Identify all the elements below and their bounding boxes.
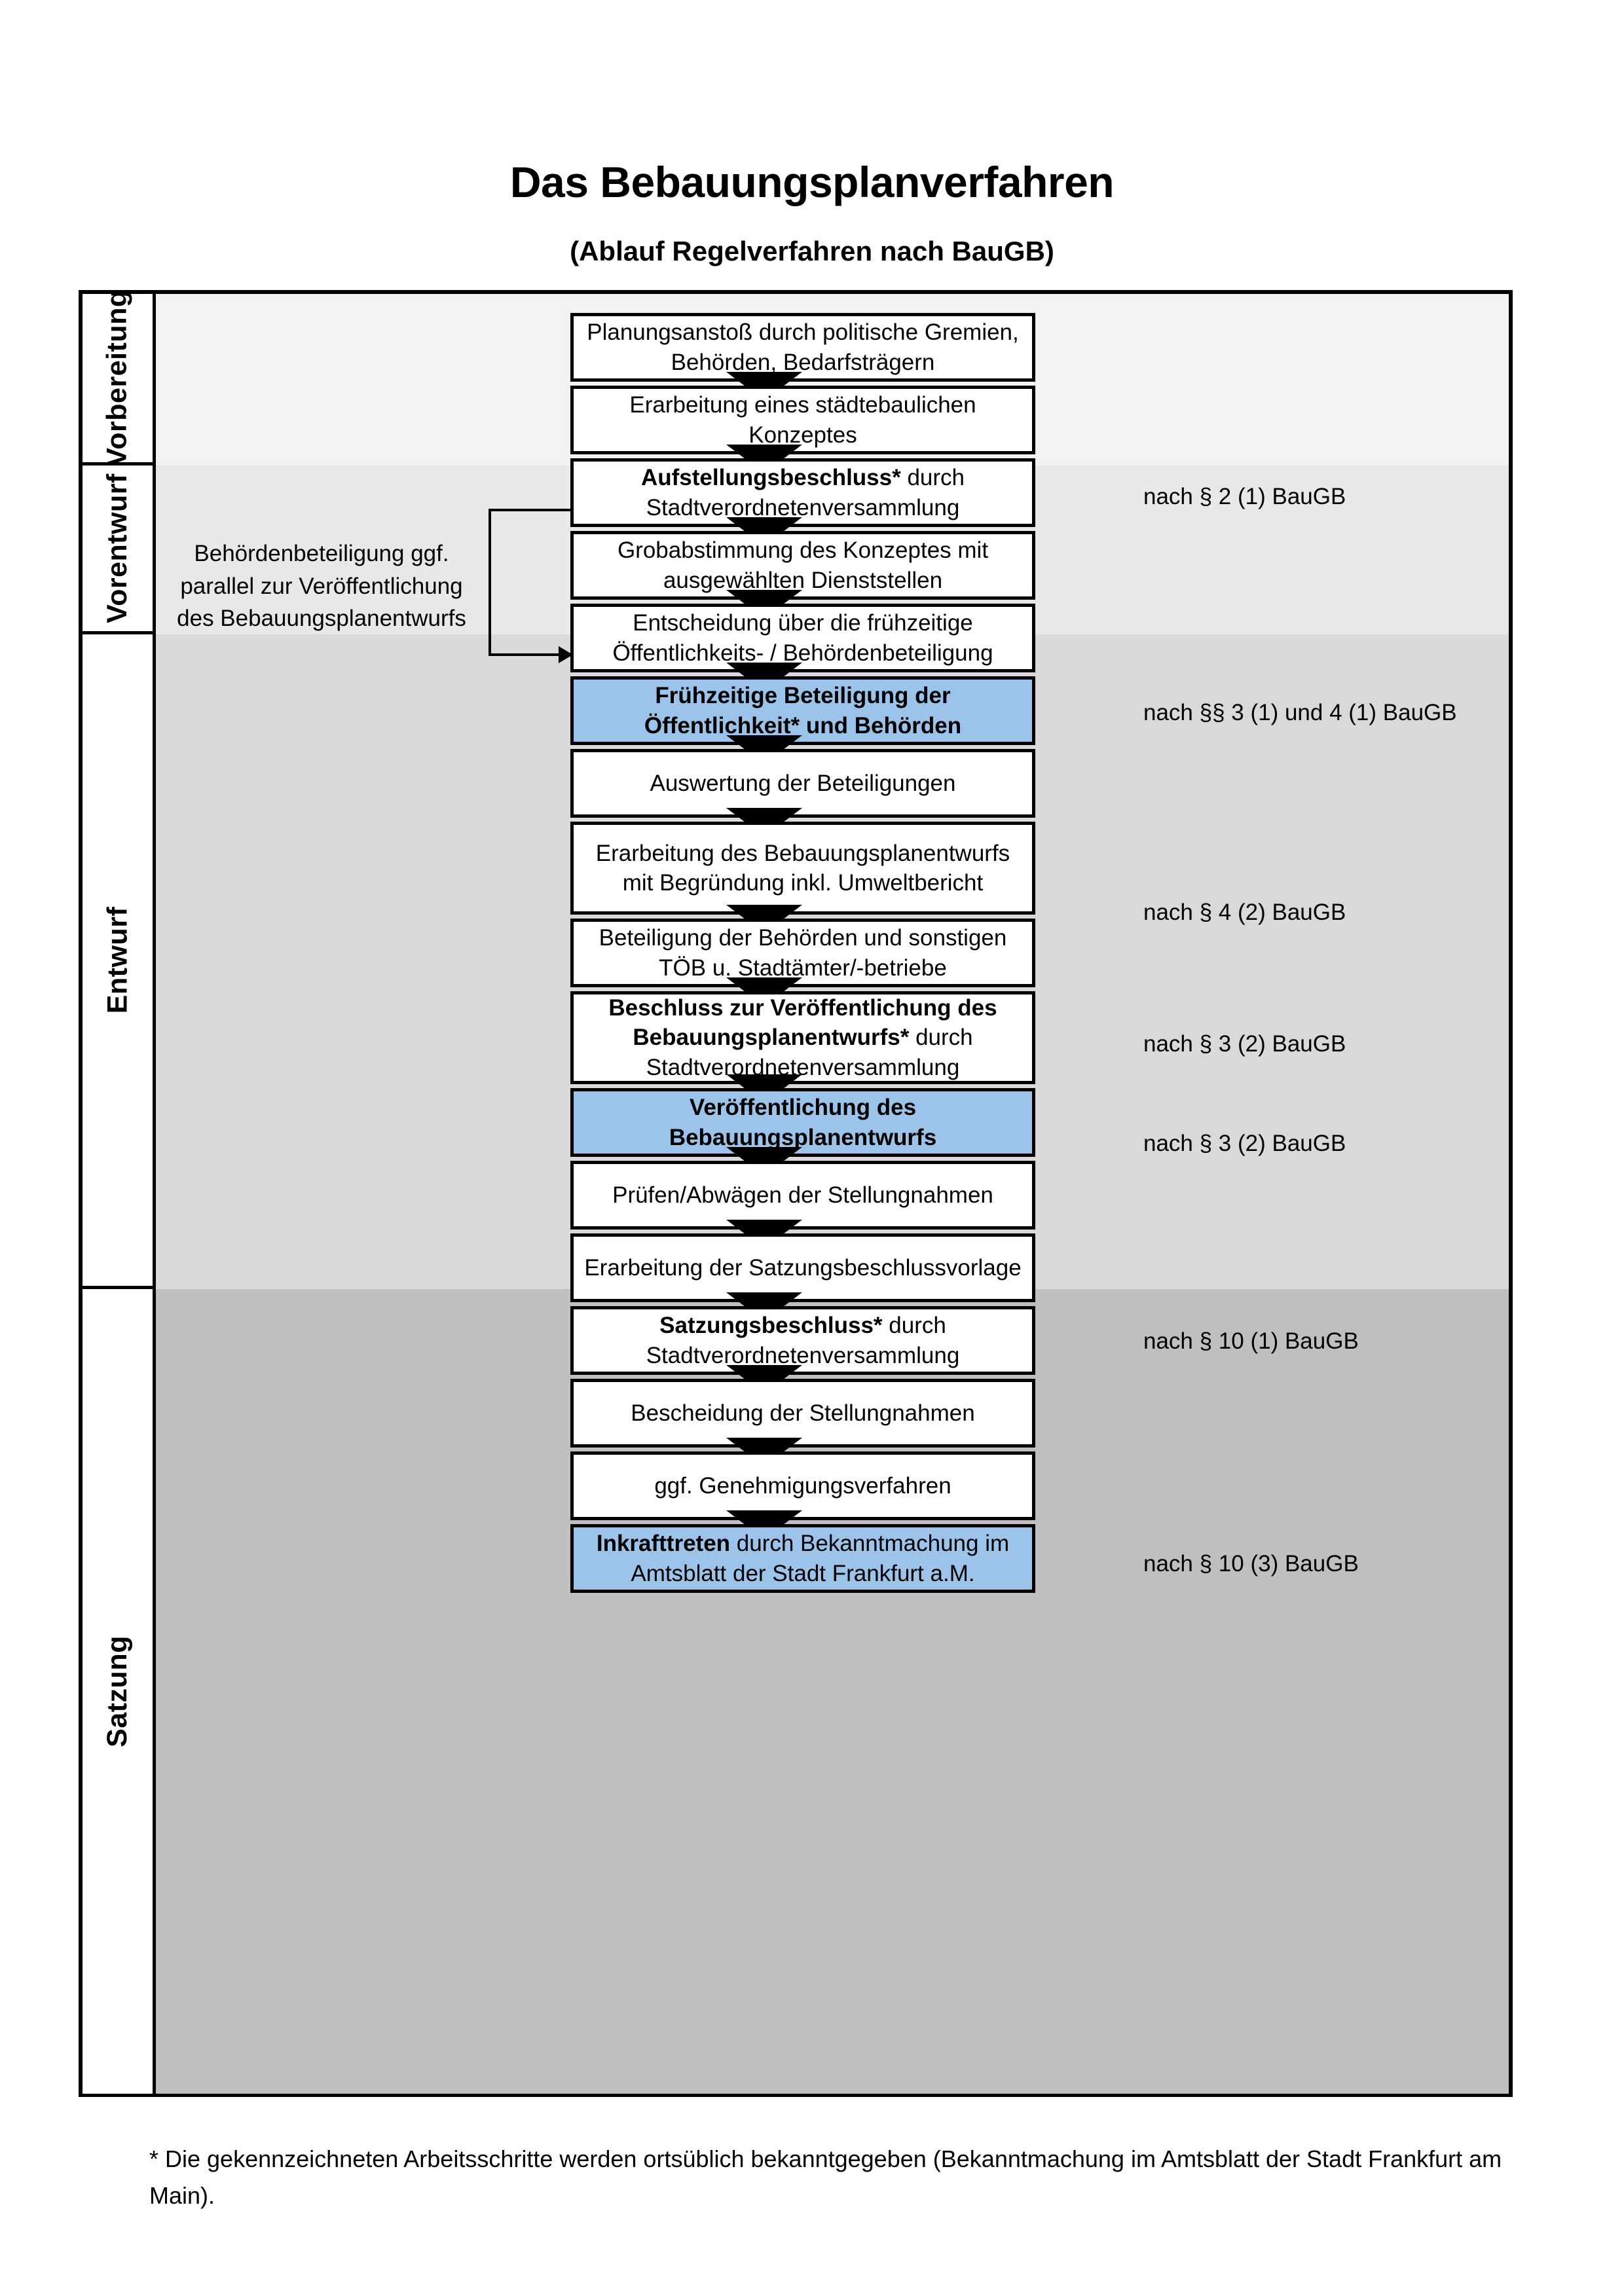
- process-box-bold: Inkrafttreten: [596, 1531, 731, 1556]
- phase-label-entwurf: Entwurf: [101, 906, 134, 1014]
- process-box-text: Erarbeitung der Satzungsbeschlussvorlage: [584, 1254, 1022, 1281]
- process-box-text: Auswertung der Beteiligungen: [650, 770, 956, 796]
- process-box-planungsanstoss[interactable]: Planungsanstoß durch politische Gremien,…: [570, 313, 1035, 382]
- process-box-text: Aufstellungsbeschluss* durch Stadtverord…: [580, 463, 1025, 522]
- process-box-beteiligung-behoerden[interactable]: Beteiligung der Behörden und sonstigen T…: [570, 919, 1035, 987]
- process-box-rest: durch Stadtverordnetenversammlung: [646, 1025, 973, 1080]
- process-box-auswertung[interactable]: Auswertung der Beteiligungen: [570, 749, 1035, 818]
- legal-note-par2-1: nach § 2 (1) BauGB: [1143, 484, 1346, 509]
- phase-label-cell-entwurf: Entwurf: [83, 634, 156, 1289]
- process-box-text: Beteiligung der Behörden und sonstigen T…: [599, 925, 1007, 981]
- process-box-text: Erarbeitung des Bebauungsplanentwurfs mi…: [595, 840, 1010, 896]
- process-box-veroeffentlichung[interactable]: Veröffentlichung des Bebauungsplanentwur…: [570, 1088, 1035, 1157]
- process-box-rest: durch Stadtverordnetenversammlung: [646, 1313, 960, 1368]
- process-box-text: Inkrafttreten durch Bekanntmachung im Am…: [580, 1529, 1025, 1588]
- process-box-text: Entscheidung über die frühzeitige Öffent…: [612, 610, 993, 666]
- process-box-fruehzeitige-beteiligung[interactable]: Frühzeitige Beteiligung der Öffentlichke…: [570, 676, 1035, 745]
- process-box-genehmigungsverfahren[interactable]: ggf. Genehmigungsverfahren: [570, 1451, 1035, 1520]
- phase-label-cell-vorentwurf: Vorentwurf: [83, 465, 156, 634]
- page-subtitle: (Ablauf Regelverfahren nach BauGB): [570, 235, 1054, 266]
- legal-note-par3-2b: nach § 3 (2) BauGB: [1143, 1131, 1346, 1156]
- process-box-text: Bescheidung der Stellungnahmen: [631, 1400, 975, 1426]
- process-box-text: Planungsanstoß durch politische Gremien,…: [587, 319, 1019, 375]
- process-box-beschluss-veroeffentlichung[interactable]: Beschluss zur Veröffentlichung des Bebau…: [570, 991, 1035, 1084]
- process-box-satzungsbeschluss[interactable]: Satzungsbeschluss* durch Stadtverordnete…: [570, 1306, 1035, 1375]
- process-box-rest: durch Bekanntmachung im Amtsblatt der St…: [631, 1531, 1010, 1586]
- process-box-rest: durch Stadtverordnetenversammlung: [646, 465, 965, 520]
- process-box-erarbeitung-entwurf[interactable]: Erarbeitung des Bebauungsplanentwurfs mi…: [570, 822, 1035, 915]
- process-box-text: Satzungsbeschluss* durch Stadtverordnete…: [580, 1311, 1025, 1370]
- phase-label-vorentwurf: Vorentwurf: [101, 473, 134, 623]
- process-box-text: Grobabstimmung des Konzeptes mit ausgewä…: [617, 538, 989, 593]
- process-box-text: ggf. Genehmigungsverfahren: [654, 1472, 951, 1499]
- footnote: * Die gekennzeichneten Arbeitsschritte w…: [149, 2145, 1502, 2209]
- process-box-grobabstimmung[interactable]: Grobabstimmung des Konzeptes mit ausgewä…: [570, 531, 1035, 600]
- legal-note-par4-2: nach § 4 (2) BauGB: [1143, 900, 1346, 925]
- phase-label-cell-vorbereitung: Vorbereitung: [83, 289, 156, 467]
- parallel-process-bracket: [489, 509, 573, 663]
- legal-note-par10-3: nach § 10 (3) BauGB: [1143, 1551, 1359, 1576]
- phase-label-cell-satzung: Satzung: [83, 1289, 156, 2094]
- legal-note-par10-1: nach § 10 (1) BauGB: [1143, 1328, 1359, 1354]
- process-box-bold: Frühzeitige Beteiligung der Öffentlichke…: [644, 683, 962, 738]
- legal-note-par3-4-1: nach §§ 3 (1) und 4 (1) BauGB: [1143, 700, 1457, 725]
- legal-note-par3-2a: nach § 3 (2) BauGB: [1143, 1031, 1346, 1057]
- process-box-bescheidung[interactable]: Bescheidung der Stellungnahmen: [570, 1379, 1035, 1448]
- process-box-bold: Beschluss zur Veröffentlichung des Bebau…: [608, 994, 997, 1051]
- process-box-bold: Satzungsbeschluss*: [659, 1313, 883, 1338]
- process-box-aufstellungsbeschluss[interactable]: Aufstellungsbeschluss* durch Stadtverord…: [570, 458, 1035, 527]
- process-box-text: Prüfen/Abwägen der Stellungnahmen: [612, 1182, 993, 1208]
- phase-label-vorbereitung: Vorbereitung: [101, 289, 134, 467]
- process-box-satzungsbeschlussvorlage[interactable]: Erarbeitung der Satzungsbeschlussvorlage: [570, 1233, 1035, 1302]
- process-box-bold: Veröffentlichung des Bebauungsplanentwur…: [669, 1095, 937, 1150]
- process-box-bold: Aufstellungsbeschluss*: [640, 465, 901, 490]
- process-box-entscheidung-fruehzeitig[interactable]: Entscheidung über die frühzeitige Öffent…: [570, 604, 1035, 672]
- phase-label-satzung: Satzung: [101, 1635, 133, 1747]
- process-box-text: Erarbeitung eines städtebaulichen Konzep…: [629, 392, 976, 448]
- process-box-text: Beschluss zur Veröffentlichung des Bebau…: [580, 993, 1025, 1083]
- process-box-pruefen-abwaegen[interactable]: Prüfen/Abwägen der Stellungnahmen: [570, 1161, 1035, 1230]
- process-box-inkrafttreten[interactable]: Inkrafttreten durch Bekanntmachung im Am…: [570, 1524, 1035, 1593]
- flowchart-frame: Vorbereitung Vorentwurf Entwurf Satzung …: [79, 289, 1513, 2097]
- page-title: Das Bebauungsplanverfahren: [509, 158, 1115, 207]
- process-box-konzept[interactable]: Erarbeitung eines städtebaulichen Konzep…: [570, 386, 1035, 454]
- side-note-parallel: Behördenbeteiligung ggf. parallel zur Ve…: [177, 541, 466, 632]
